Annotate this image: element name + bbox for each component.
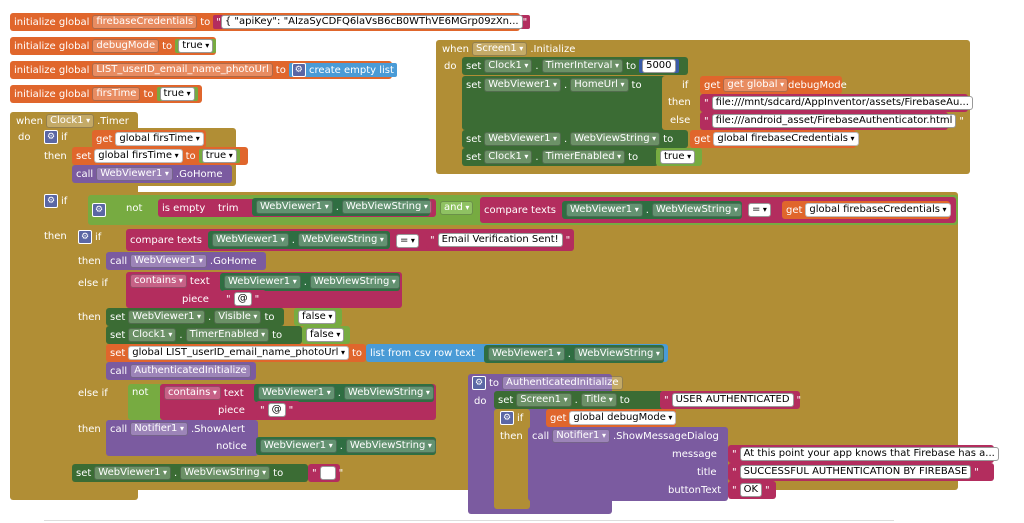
gear-icon[interactable]: ⚙ [44, 194, 58, 208]
string-title[interactable]: "SUCCESSFUL AUTHENTICATION BY FIREBASE" [728, 463, 994, 481]
component-dropdown[interactable]: Screen1 [472, 42, 528, 56]
do-label: do [444, 61, 457, 72]
gear-icon[interactable]: ⚙ [291, 63, 306, 77]
set-clock1-timerenabled[interactable]: set Clock1. TimerEnabled to [462, 148, 658, 166]
set-webviewer1-homeurl-header: set WebViewer1. HomeUrl to [462, 76, 646, 94]
string-ok[interactable]: "OK" [728, 481, 776, 499]
string-user-authenticated[interactable]: "USER AUTHENTICATED" [660, 391, 801, 409]
init-global-debugmode[interactable]: initialize global debugMode to true [10, 37, 217, 55]
create-empty-list-block[interactable]: ⚙ create empty list [288, 63, 397, 77]
else-label: else [670, 115, 691, 126]
get-global-firstime[interactable]: get global firsTime [92, 130, 206, 148]
get-global-debugmode-2[interactable]: get global debugMode [546, 409, 677, 427]
compare-operator-dropdown[interactable]: = [748, 203, 771, 217]
var-name-field[interactable]: LIST_userID_email_name_photoUrl [92, 63, 273, 77]
screen1-initialize-header: when Screen1 .Initialize [438, 40, 579, 58]
boolean-block[interactable]: true [175, 39, 217, 53]
string-url-asset[interactable]: "file:///android_asset/FirebaseAuthentic… [700, 112, 964, 130]
set-clock1-timerinterval[interactable]: set Clock1. TimerInterval to 5000 [462, 57, 688, 75]
if-label: if [682, 80, 689, 91]
boolean-block[interactable]: true [156, 87, 198, 101]
gear-icon[interactable]: ⚙ [92, 203, 106, 217]
set-clock1-timerenabled-2[interactable]: set Clock1. TimerEnabled to [106, 326, 302, 344]
then-label: then [44, 151, 67, 162]
gear-icon[interactable]: ⚙ [78, 230, 92, 244]
gear-icon[interactable]: ⚙ [472, 376, 486, 390]
set-webviewer1-webviewstring-2[interactable]: set WebViewer1. WebViewString to [72, 464, 308, 482]
gear-icon[interactable]: ⚙ [44, 130, 58, 144]
string-message[interactable]: "At this point your app knows that Fireb… [728, 445, 1006, 463]
set-webviewer1-visible[interactable]: set WebViewer1. Visible to [106, 308, 284, 326]
call-webviewer1-gohome-2[interactable]: call WebViewer1 .GoHome [106, 252, 266, 270]
and-operator-dropdown[interactable]: and [440, 201, 474, 215]
if-debugmode[interactable] [494, 409, 530, 509]
get-global-firebasecredentials-2[interactable]: get global firebaseCredentials [782, 201, 951, 219]
call-webviewer1-gohome[interactable]: call WebViewer1 .GoHome [72, 165, 232, 183]
string-empty[interactable]: "" [308, 464, 343, 482]
var-name-field[interactable]: firebaseCredentials [92, 15, 198, 29]
call-authenticatedinitialize[interactable]: call AuthenticatedInitialize [106, 362, 256, 380]
getter-webviewer1-webviewstring-2[interactable]: WebViewer1. WebViewString [562, 201, 742, 219]
string-at[interactable]: "@" [222, 290, 266, 308]
number-block[interactable]: 5000 [639, 59, 679, 73]
init-global-firebasecredentials[interactable]: initialize global firebaseCredentials to… [10, 13, 531, 31]
var-name-field[interactable]: firsTime [92, 87, 141, 101]
then-label: then [44, 231, 67, 242]
set-screen1-title[interactable]: set Screen1. Title to [494, 391, 664, 409]
gear-icon[interactable]: ⚙ [500, 411, 514, 425]
init-global-list[interactable]: initialize global LIST_userID_email_name… [10, 61, 397, 79]
get-global-firebasecredentials[interactable]: get global firebaseCredentials [690, 130, 859, 148]
get-global-debugmode[interactable]: get get global [700, 76, 842, 94]
string-email-sent[interactable]: "Email Verification Sent!" [426, 231, 570, 249]
workspace-bottom-divider [44, 520, 894, 521]
boolean-true[interactable]: true [656, 148, 702, 166]
set-global-list[interactable]: set global LIST_userID_email_name_photoU… [106, 344, 366, 362]
set-global-firstime[interactable]: set global firsTime to true [72, 147, 248, 165]
then-label: then [668, 97, 691, 108]
string-block[interactable]: "{ "apiKey": "AIzaSyCDFQ6laVsB6cB0WThVE6… [213, 15, 531, 29]
getter-webviewer1-webviewstring[interactable]: WebViewer1. WebViewString [252, 198, 432, 216]
string-url-sdcard[interactable]: "file:///mnt/sdcard/AppInventor/assets/F… [700, 94, 980, 112]
var-name-field[interactable]: debugMode [92, 39, 160, 53]
clock1-timer-header: when Clock1 .Timer [12, 112, 133, 130]
set-webviewer1-webviewstring[interactable]: set WebViewer1. WebViewString to [462, 130, 688, 148]
do-label: do [18, 132, 31, 143]
init-global-firstime[interactable]: initialize global firsTime to true [10, 85, 202, 103]
